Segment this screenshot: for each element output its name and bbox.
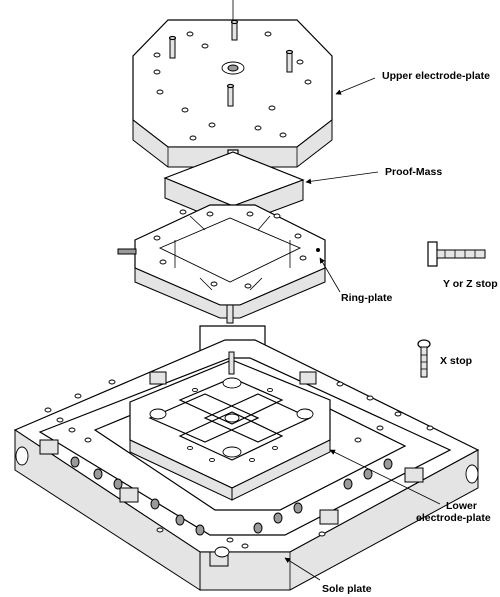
sole-plate-arrow — [284, 557, 321, 581]
label-lower-line2: electrode-plate — [416, 512, 491, 524]
ring-plate-arrow — [319, 257, 341, 293]
label-upper-electrode-plate: Upper electrode-plate — [382, 70, 490, 82]
x-stop-part — [417, 339, 431, 378]
labels: Upper electrode-plate Proof-Mass Ring-pl… — [322, 70, 498, 595]
lower-electrode-plate — [129, 351, 331, 501]
sole-plate-screws — [70, 456, 393, 536]
ring-plate-holes — [153, 209, 307, 289]
label-x-stop: X stop — [440, 355, 472, 367]
proof-mass-arrow — [305, 171, 379, 185]
ring-plate — [117, 204, 326, 324]
upper-electrode-plate — [132, 0, 333, 168]
label-sole-plate: Sole plate — [322, 583, 372, 595]
label-y-or-z-stop: Y or Z stop — [443, 278, 498, 290]
label-ring-plate: Ring-plate — [341, 292, 392, 304]
sole-plate-holes — [44, 379, 434, 549]
y-or-z-stop-part — [427, 241, 486, 267]
label-proof-mass: Proof-Mass — [385, 166, 442, 178]
lower-plate-arrow — [329, 449, 441, 505]
upper-plate-pins — [168, 19, 294, 107]
label-lower-line1: Lower — [446, 500, 477, 512]
leader-arrows — [284, 77, 441, 581]
upper-plate-arrow — [335, 77, 376, 95]
upper-plate-holes — [153, 31, 312, 141]
